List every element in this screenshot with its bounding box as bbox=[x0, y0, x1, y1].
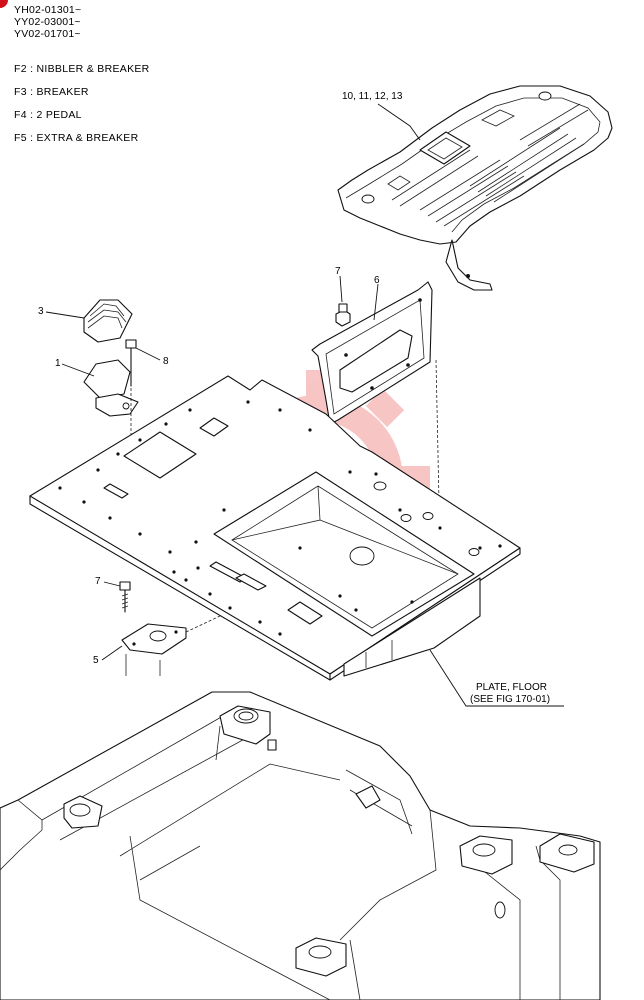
callout-mat: 10, 11, 12, 13 bbox=[342, 91, 403, 102]
callout-6: 6 bbox=[374, 275, 380, 286]
callout-5: 5 bbox=[93, 655, 99, 666]
legend-f5: F5 : EXTRA & BREAKER bbox=[14, 132, 139, 144]
bolt-8 bbox=[125, 339, 137, 387]
floor-mat bbox=[337, 85, 613, 291]
serial-number-2: YY02-03001~ bbox=[14, 16, 81, 28]
plate-floor-note-line2: (SEE FIG 170-01) bbox=[470, 694, 551, 705]
mount-plate bbox=[121, 623, 187, 676]
plate-floor-note-line1: PLATE, FLOOR bbox=[476, 682, 547, 693]
callout-8: 8 bbox=[163, 356, 169, 367]
pedal-base bbox=[83, 359, 139, 417]
serial-number-1: YH02-01301~ bbox=[14, 4, 82, 16]
callout-7-upper: 7 bbox=[335, 266, 341, 277]
lower-frame bbox=[0, 691, 601, 1000]
corner-mark bbox=[0, 0, 8, 8]
callout-7-lower: 7 bbox=[95, 576, 101, 587]
bracket bbox=[311, 281, 433, 425]
callout-3: 3 bbox=[38, 306, 44, 317]
legend-f4: F4 : 2 PEDAL bbox=[14, 109, 82, 121]
serial-number-3: YV02-01701~ bbox=[14, 28, 81, 40]
bolt-upper bbox=[335, 303, 351, 327]
callout-1: 1 bbox=[55, 358, 61, 369]
legend-f3: F3 : BREAKER bbox=[14, 86, 89, 98]
legend-f2: F2 : NIBBLER & BREAKER bbox=[14, 63, 150, 75]
floor-plate bbox=[29, 375, 521, 681]
bolt-lower bbox=[119, 581, 131, 613]
pedal-pad bbox=[83, 299, 133, 343]
